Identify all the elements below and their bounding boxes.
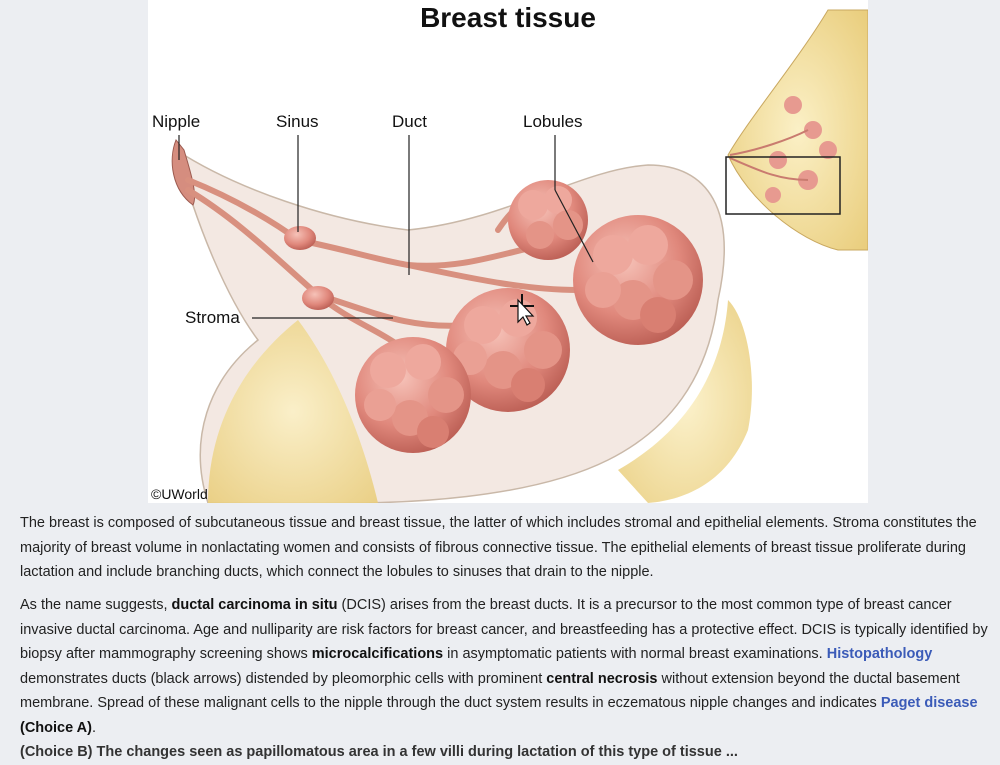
term-central-necrosis: central necrosis	[546, 670, 658, 687]
term-dcis: ductal carcinoma in situ	[171, 597, 338, 613]
breast-tissue-figure: Breast tissue Nipple Sinus Duct Lobules …	[148, 0, 868, 503]
inset-breast-diagram	[725, 9, 868, 251]
lobule-top	[508, 180, 588, 260]
p2-text-1: As the name suggests,	[20, 597, 172, 613]
p2-text-2: (DCIS) arises from the breast ducts. It …	[20, 597, 988, 662]
breast-tissue-illustration	[171, 9, 868, 503]
label-duct: Duct	[392, 112, 427, 131]
fat-lower-left	[208, 320, 378, 503]
explanation-paragraph-1: The breast is composed of subcutaneous t…	[20, 511, 1000, 585]
sinus-upper	[284, 226, 316, 250]
explanation-paragraph-2: As the name suggests, ductal carcinoma i…	[20, 593, 1000, 740]
figure-title: Breast tissue	[420, 2, 596, 33]
p2-text-3: in asymptomatic patients with normal bre…	[443, 646, 827, 662]
choice-a-reference: (Choice A)	[20, 719, 92, 736]
label-nipple: Nipple	[152, 112, 201, 131]
paragraph-3-text: (Choice B) The changes seen as papilloma…	[20, 744, 738, 760]
explanation-paragraph-3-partial: (Choice B) The changes seen as papilloma…	[20, 740, 1000, 765]
lobule-center	[446, 288, 570, 412]
label-lobules: Lobules	[523, 112, 583, 131]
move-cursor-icon	[510, 294, 535, 326]
inset-highlight-box	[725, 156, 841, 215]
label-leader-lines	[178, 135, 594, 319]
p2-text-4: demonstrates ducts (black arrows) disten…	[20, 670, 547, 687]
p2-text-5: without extension beyond the ductal base…	[20, 670, 960, 712]
histopathology-link[interactable]: Histopathology	[826, 646, 933, 662]
term-microcalcifications: microcalcifications	[311, 646, 444, 662]
label-stroma: Stroma	[185, 308, 240, 327]
sinus-lower	[302, 286, 334, 310]
lobule-lower	[355, 337, 471, 453]
fat-lower-right	[618, 300, 752, 503]
lobule-right	[573, 215, 703, 345]
paragraph-1-text: The breast is composed of subcutaneous t…	[20, 515, 977, 580]
p2-text-6: .	[91, 719, 96, 736]
paget-disease-link[interactable]: Paget disease	[880, 695, 978, 711]
label-sinus: Sinus	[276, 112, 319, 131]
figure-credit: ©UWorld	[151, 486, 208, 502]
